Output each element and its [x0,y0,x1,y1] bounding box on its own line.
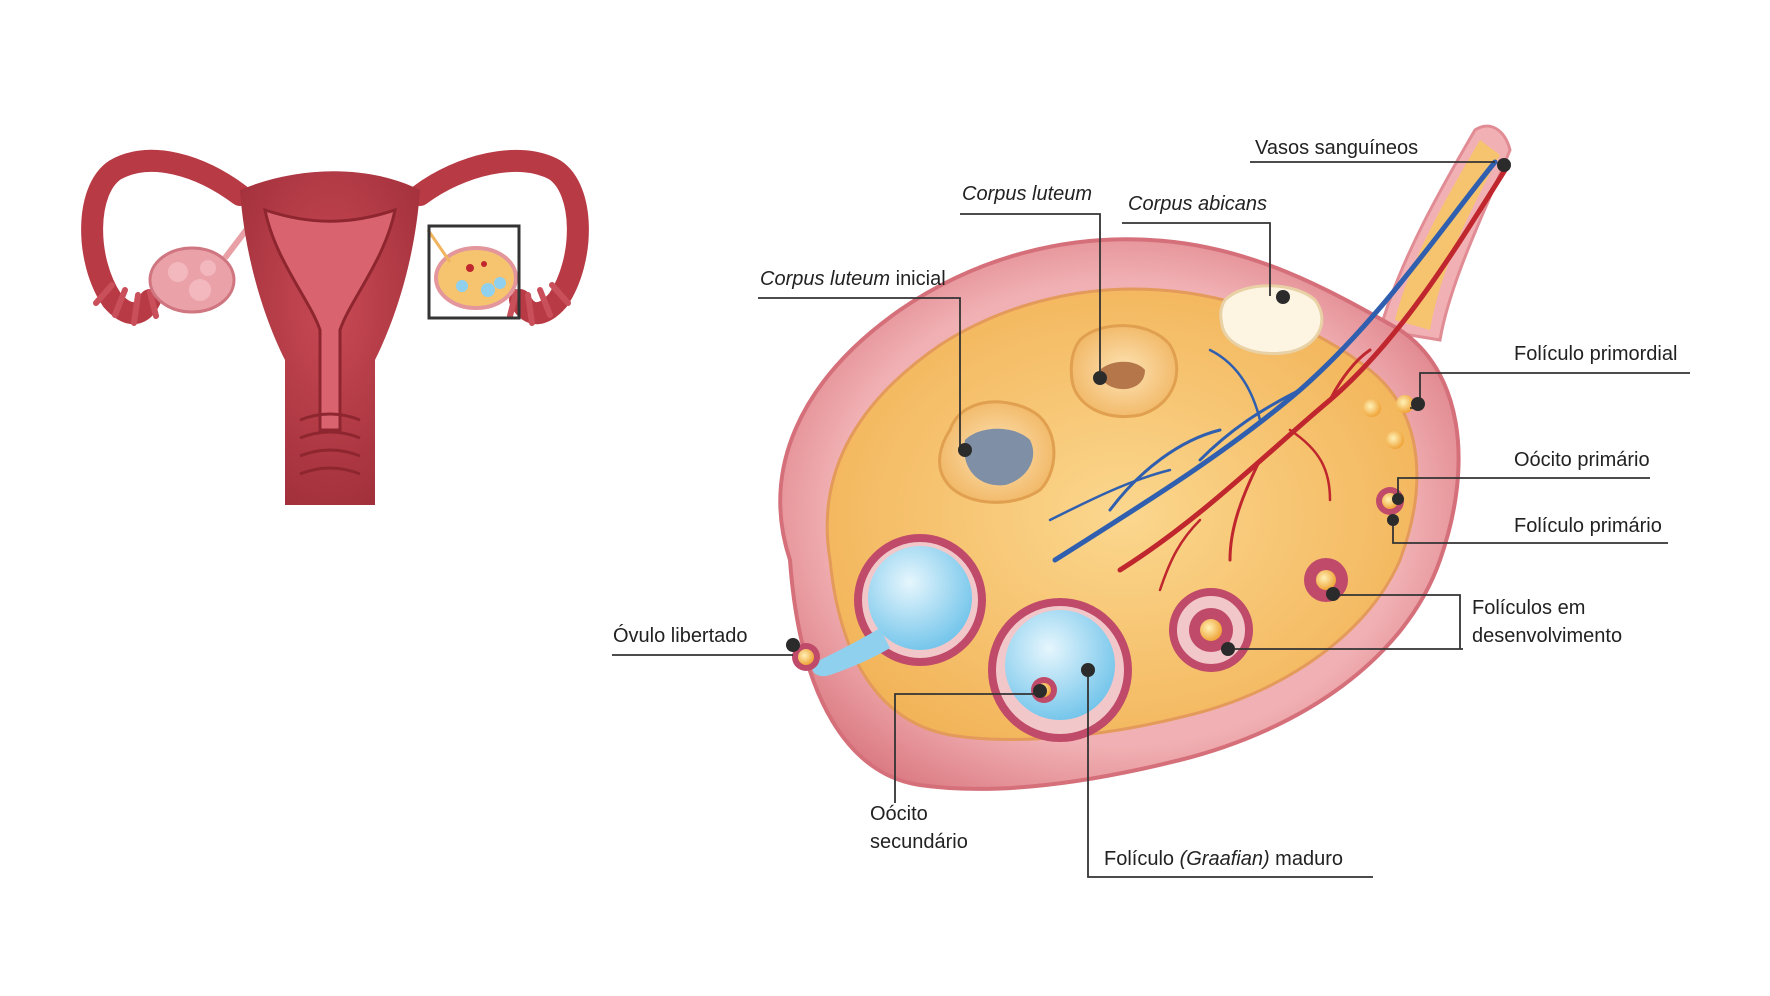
leader-lines [612,161,1690,878]
right-ovary [434,246,518,310]
leader-oocito-secundario [894,693,1037,803]
early-corpus-luteum [938,400,1056,504]
label-foliculo-maduro: Folículo (Graafian) maduro [1104,845,1343,873]
ruptured-follicle [792,534,986,677]
label-corpus-luteum-inicial: Corpus luteum inicial [760,265,946,293]
label-corpus-abicans-text: Corpus abicans [1128,193,1267,215]
developing-follicle-large [1169,588,1253,672]
label-foliculo-primordial: Folículo primordial [1514,343,1678,365]
leader-foliculo-maduro [1087,672,1373,878]
label-vasos-sanguineos: Vasos sanguíneos [1255,137,1419,159]
zoom-box [427,224,521,320]
label-foliculo-maduro-b: (Graafian) [1179,848,1270,870]
label-foliculo-primario: Folículo primário [1514,515,1662,537]
leader-desenvolvimento-1 [1333,594,1461,649]
label-oocito-primario: Oócito primário [1514,449,1650,471]
label-corpus-luteum-text: Corpus luteum [962,183,1093,205]
leader-dots [786,158,1511,698]
leader-foliculo-primario [1392,520,1668,544]
label-foliculos-desenvolvimento: Folículos em desenvolvimento [1472,594,1622,650]
left-ovary [148,246,236,314]
corpus-luteum [1069,324,1179,418]
leader-corpus-abicans [1122,222,1271,296]
label-corpus-luteum-inicial-italic: Corpus luteum [760,268,891,290]
label-ovulo-libertado: Óvulo libertado [613,625,748,647]
label-corpus-luteum-inicial-rest: inicial [890,268,946,290]
leader-corpus-luteum [960,213,1101,374]
blood-vessels [1048,159,1508,592]
label-foliculo-maduro-c: maduro [1269,848,1343,870]
label-foliculos-desenvolvimento-line2: desenvolvimento [1472,625,1623,647]
leader-oocito-primario [1397,477,1650,499]
leader-corpus-luteum-inicial [758,297,961,450]
corpus-albicans [1219,284,1324,355]
uterus-overview [81,149,589,505]
label-foliculo-maduro-a: Folículo [1104,848,1180,870]
label-oocito-secundario-line1: Oócito [870,803,928,825]
label-corpus-abicans: Corpus abicans [1128,190,1267,218]
ovary-detail [778,124,1512,791]
label-corpus-luteum: Corpus luteum [962,180,1092,208]
label-oocito-secundario: Oócito secundário [870,800,968,856]
label-oocito-secundario-line2: secundário [870,831,968,853]
mature-follicle [988,598,1132,742]
primordial-follicles [1363,395,1414,449]
label-foliculos-desenvolvimento-line1: Folículos em [1472,597,1586,619]
